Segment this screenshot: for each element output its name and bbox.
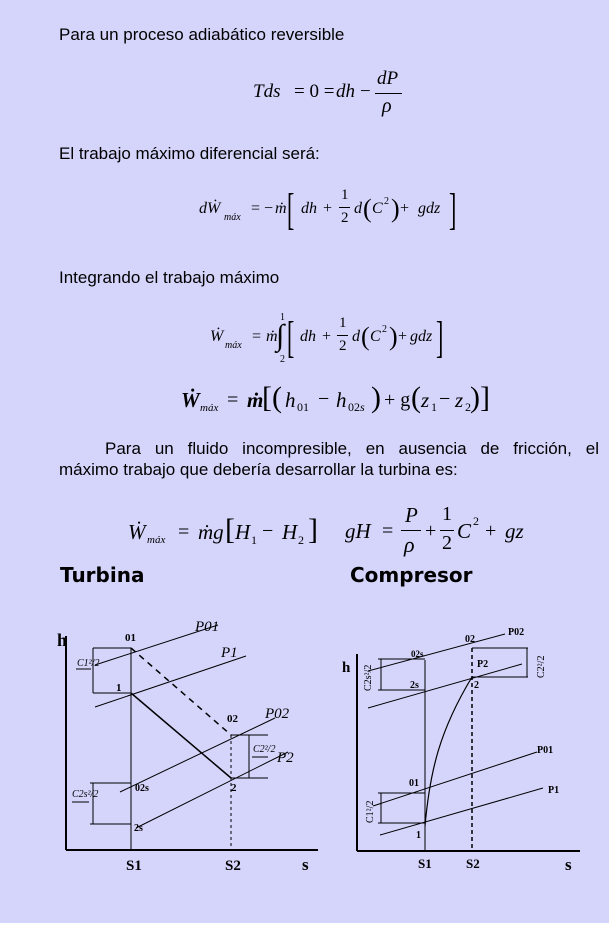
turbina-s1: S1 [126, 858, 142, 874]
equation-wmax-h: Ẇ máx = ṁ [( h 01 − h 02s ) + g ( z 1 − … [181, 381, 490, 414]
compresor-dim-C2: C2²/2 [536, 656, 547, 678]
compresor-state-01: 01 [409, 778, 419, 789]
turbina-state-02: 02 [227, 713, 239, 725]
compresor-state-1: 1 [416, 830, 421, 841]
paragraph-incompressible-2: máximo trabajo que debería desarrollar l… [59, 460, 458, 479]
compresor-s2: S2 [466, 856, 480, 871]
turbina-state-02s: 02s [135, 783, 149, 794]
equation-wmax-H: Ẇ máx = ṁg [ H 1 − H 2 ] [128, 513, 318, 547]
equation-tds: Tds = 0 = dh − dP ρ [250, 68, 410, 122]
compresor-state-2s: 2s [410, 680, 419, 691]
compresor-dim-C1: C1²/2 [365, 801, 376, 823]
compresor-s1: S1 [418, 856, 432, 871]
turbina-state-1: 1 [116, 682, 122, 694]
turbina-dim-C1: C1²/2 [77, 658, 99, 669]
compresor-state-02s: 02s [411, 649, 424, 659]
paragraph-adiabatic: Para un proceso adiabático reversible [59, 25, 345, 44]
turbina-state-2s: 2s [134, 823, 143, 834]
turbina-axis-s: s [302, 855, 309, 874]
section-title-turbina: Turbina [60, 563, 145, 587]
turbina-state-01: 01 [125, 632, 136, 644]
compresor-isobar-P1: P1 [548, 785, 559, 796]
compresor-state-02: 02 [465, 634, 475, 645]
turbina-isobar-P02: P02 [264, 706, 290, 722]
paragraph-incompressible-1: Para un fluido incompresible, en ausenci… [105, 439, 599, 458]
turbina-isobar-P01: P01 [194, 619, 219, 635]
compresor-isobar-P02: P02 [508, 627, 524, 638]
paragraph-work-diff: El trabajo máximo diferencial será: [59, 144, 320, 163]
equation-integral: Ẇ máx = ṁ 1 ∫ 2 [ dh + 1 2 d ( C 2 ) + g… [210, 312, 444, 365]
compresor-axis-h: h [342, 660, 351, 676]
turbina-dim-C2s: C2s²/2 [72, 789, 98, 800]
compresor-state-2: 2 [474, 680, 479, 691]
compresor-isobar-P2: P2 [477, 659, 488, 670]
turbina-state-2: 2 [231, 782, 237, 794]
turbina-axis-h: h [57, 630, 67, 650]
equation-dw: dẆ máx = − ṁ [ dh + 1 2 d ( C 2 ) + gdz … [199, 185, 457, 234]
turbina-isobar-P1: P1 [220, 645, 238, 661]
compresor-isobar-P01: P01 [537, 745, 553, 756]
section-title-compresor: Compresor [350, 563, 473, 587]
compresor-dim-C2s: C2s²/2 [363, 665, 374, 691]
paragraph-integrating: Integrando el trabajo máximo [59, 268, 280, 287]
compresor-axis-s: s [565, 855, 572, 874]
turbina-s2: S2 [225, 858, 241, 874]
equation-gH: gH = P ρ + 1 2 C 2 + gz [345, 503, 524, 557]
turbina-isobar-P2: P2 [276, 750, 294, 766]
turbina-dim-C2: C2²/2 [253, 744, 275, 755]
